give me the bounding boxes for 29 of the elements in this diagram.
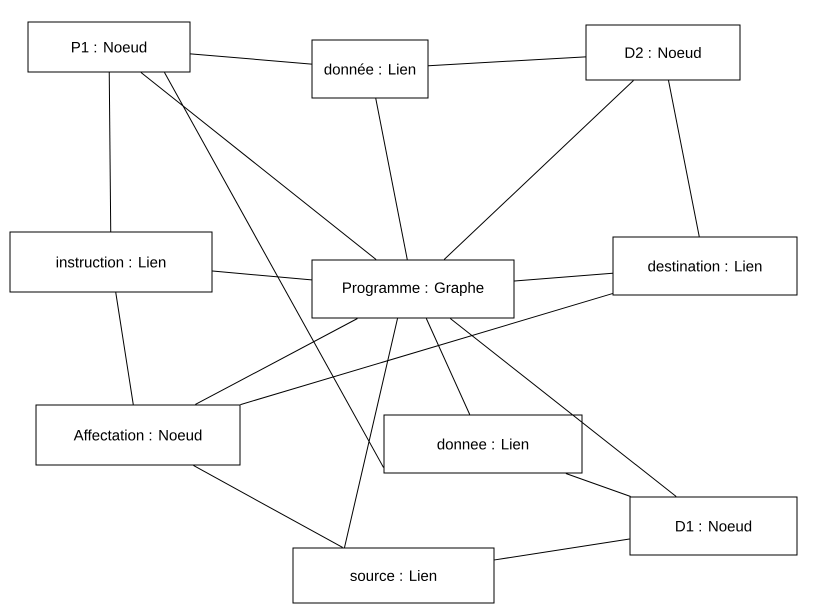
object-box: instruction : Lien [10, 232, 212, 292]
object-box: destination : Lien [612, 236, 798, 296]
object-box: donnee : Lien [384, 414, 582, 474]
object-box: Affectation : Noeud [36, 404, 240, 466]
connector-line [494, 538, 630, 560]
connector-line [115, 292, 134, 405]
connector-line [108, 72, 112, 232]
connector-line [190, 53, 312, 65]
connector-line [514, 272, 613, 282]
object-box: Programme : Graphe [312, 260, 514, 318]
connector-line [192, 465, 344, 548]
connector-line [450, 318, 677, 497]
connector-line [565, 473, 632, 497]
connector-line [344, 318, 398, 548]
connector-line [428, 56, 586, 66]
connector-line [426, 318, 470, 415]
object-box: donnée : Lien [312, 40, 428, 98]
connector-line [240, 293, 613, 406]
connector-line [164, 72, 384, 468]
object-box: D1 : Noeud [630, 496, 798, 556]
object-box: source : Lien [292, 548, 494, 604]
object-box: D2 : Noeud [586, 24, 740, 80]
connector-line [668, 80, 700, 237]
object-box: P1 : Noeud [28, 22, 190, 72]
connector-line [375, 98, 408, 260]
connector-line [194, 318, 358, 405]
connector-line [140, 72, 377, 260]
connector-line [444, 80, 634, 260]
connector-line [212, 270, 312, 280]
